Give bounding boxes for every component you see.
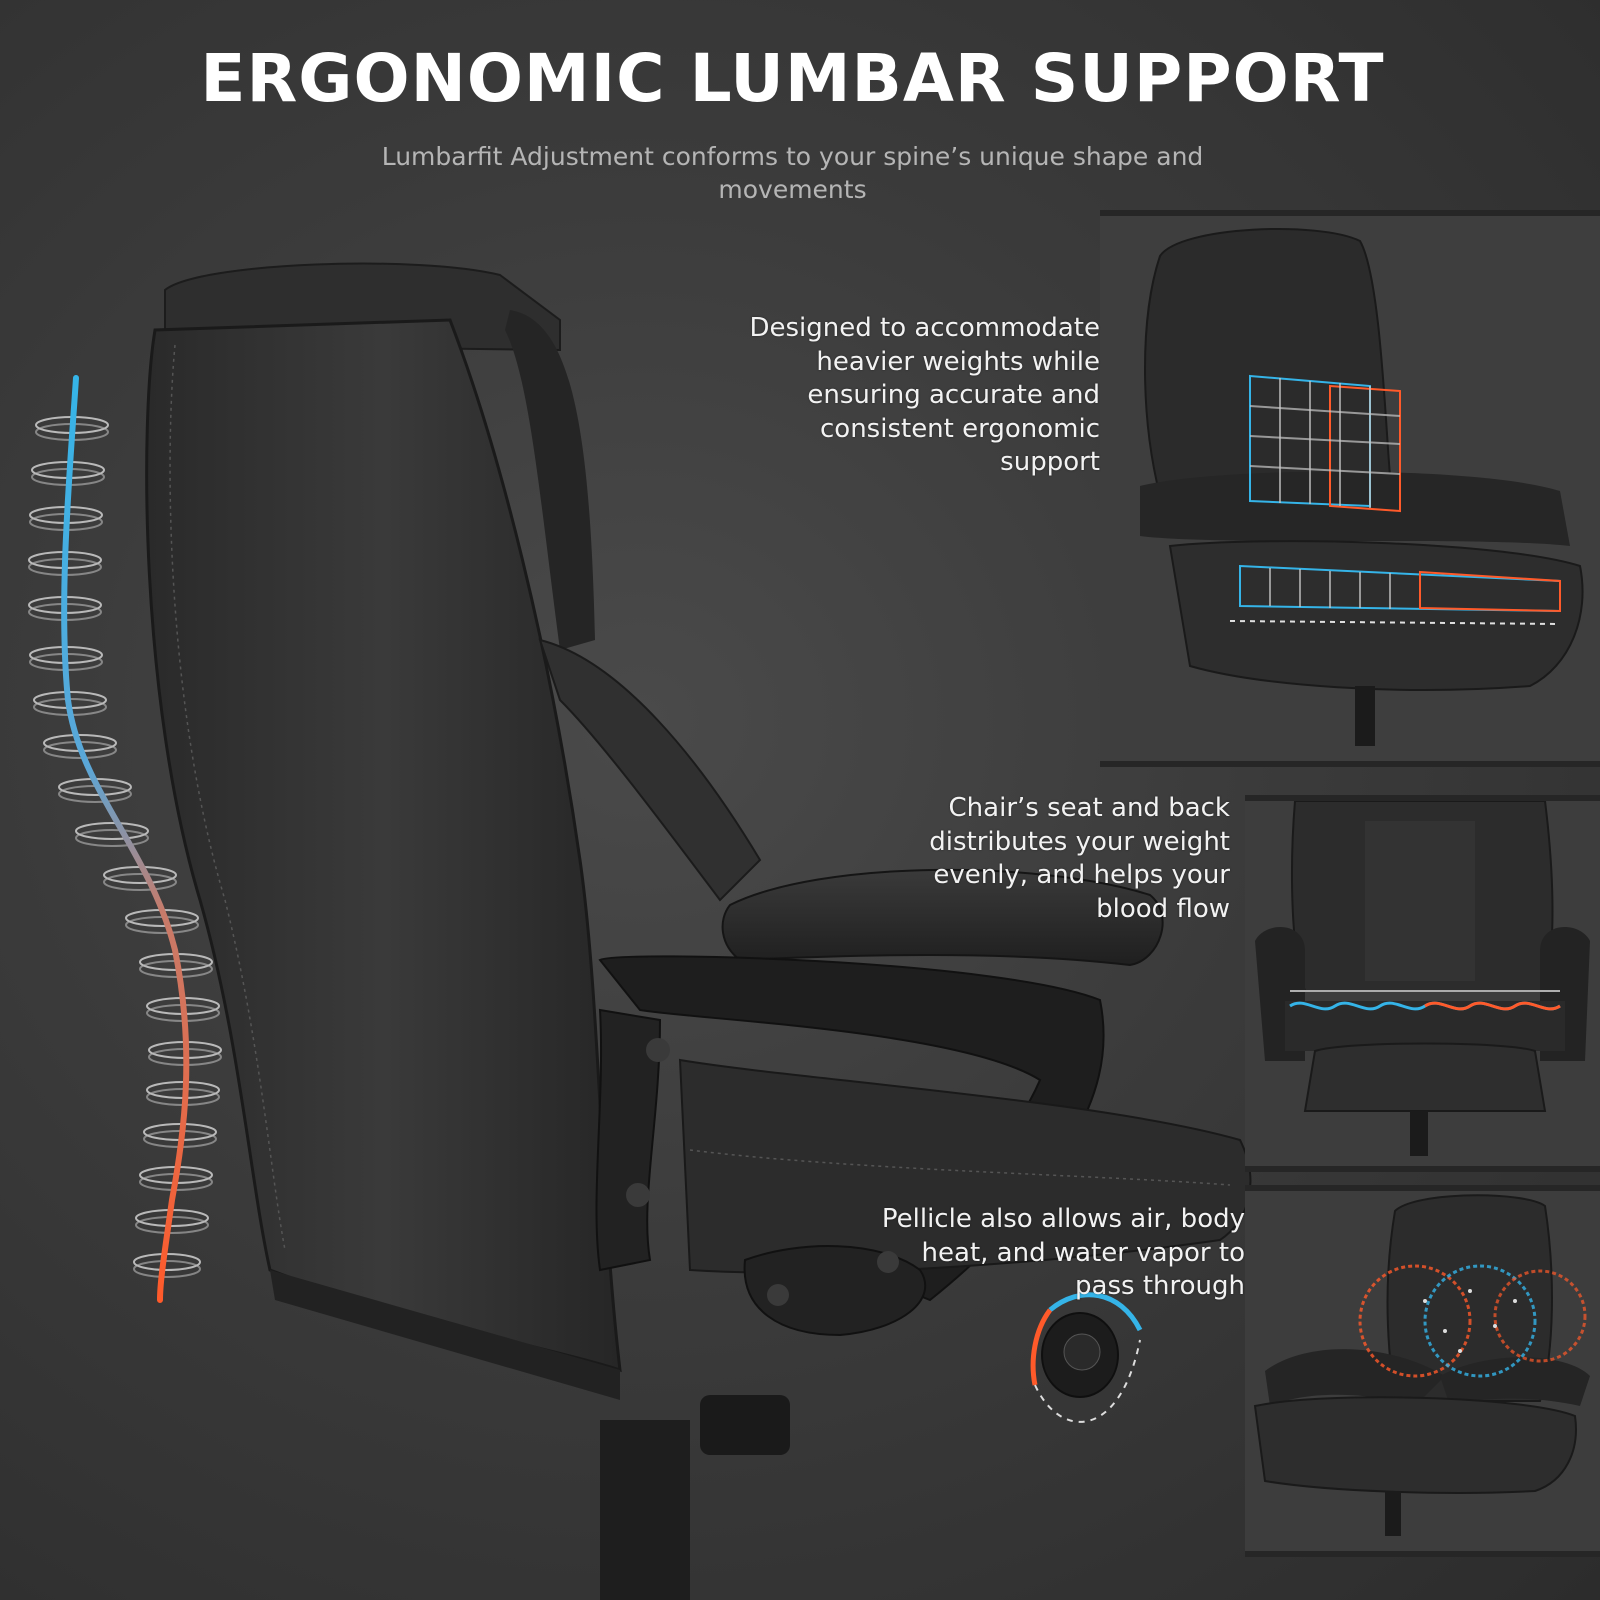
chair-breathable-image [1245,1191,1600,1551]
panel-weight-support [1100,210,1600,767]
vertebra-rings [28,416,222,1278]
back-grid [1249,374,1401,513]
knob-arc-orange [1030,1308,1053,1386]
chair-weight-grid-image [1100,216,1600,761]
feature-text-weight: Designed to accommodate heavier weights … [749,313,1100,477]
page-title: ERGONOMIC LUMBAR SUPPORT [200,40,1385,117]
feature-text-breathable: Pellicle also allows air, body heat, and… [881,1204,1245,1301]
chair-front-image [1245,801,1600,1166]
seat-grid [1229,564,1561,625]
feature-text-distribution: Chair’s seat and back distributes your w… [929,793,1230,924]
spine-curve [61,375,190,1303]
panel-breathable [1245,1185,1600,1557]
air-particles [1423,1289,1517,1353]
page-subtitle: Lumbarfit Adjustment conforms to your sp… [381,142,1204,204]
panel-weight-distribution [1245,795,1600,1172]
